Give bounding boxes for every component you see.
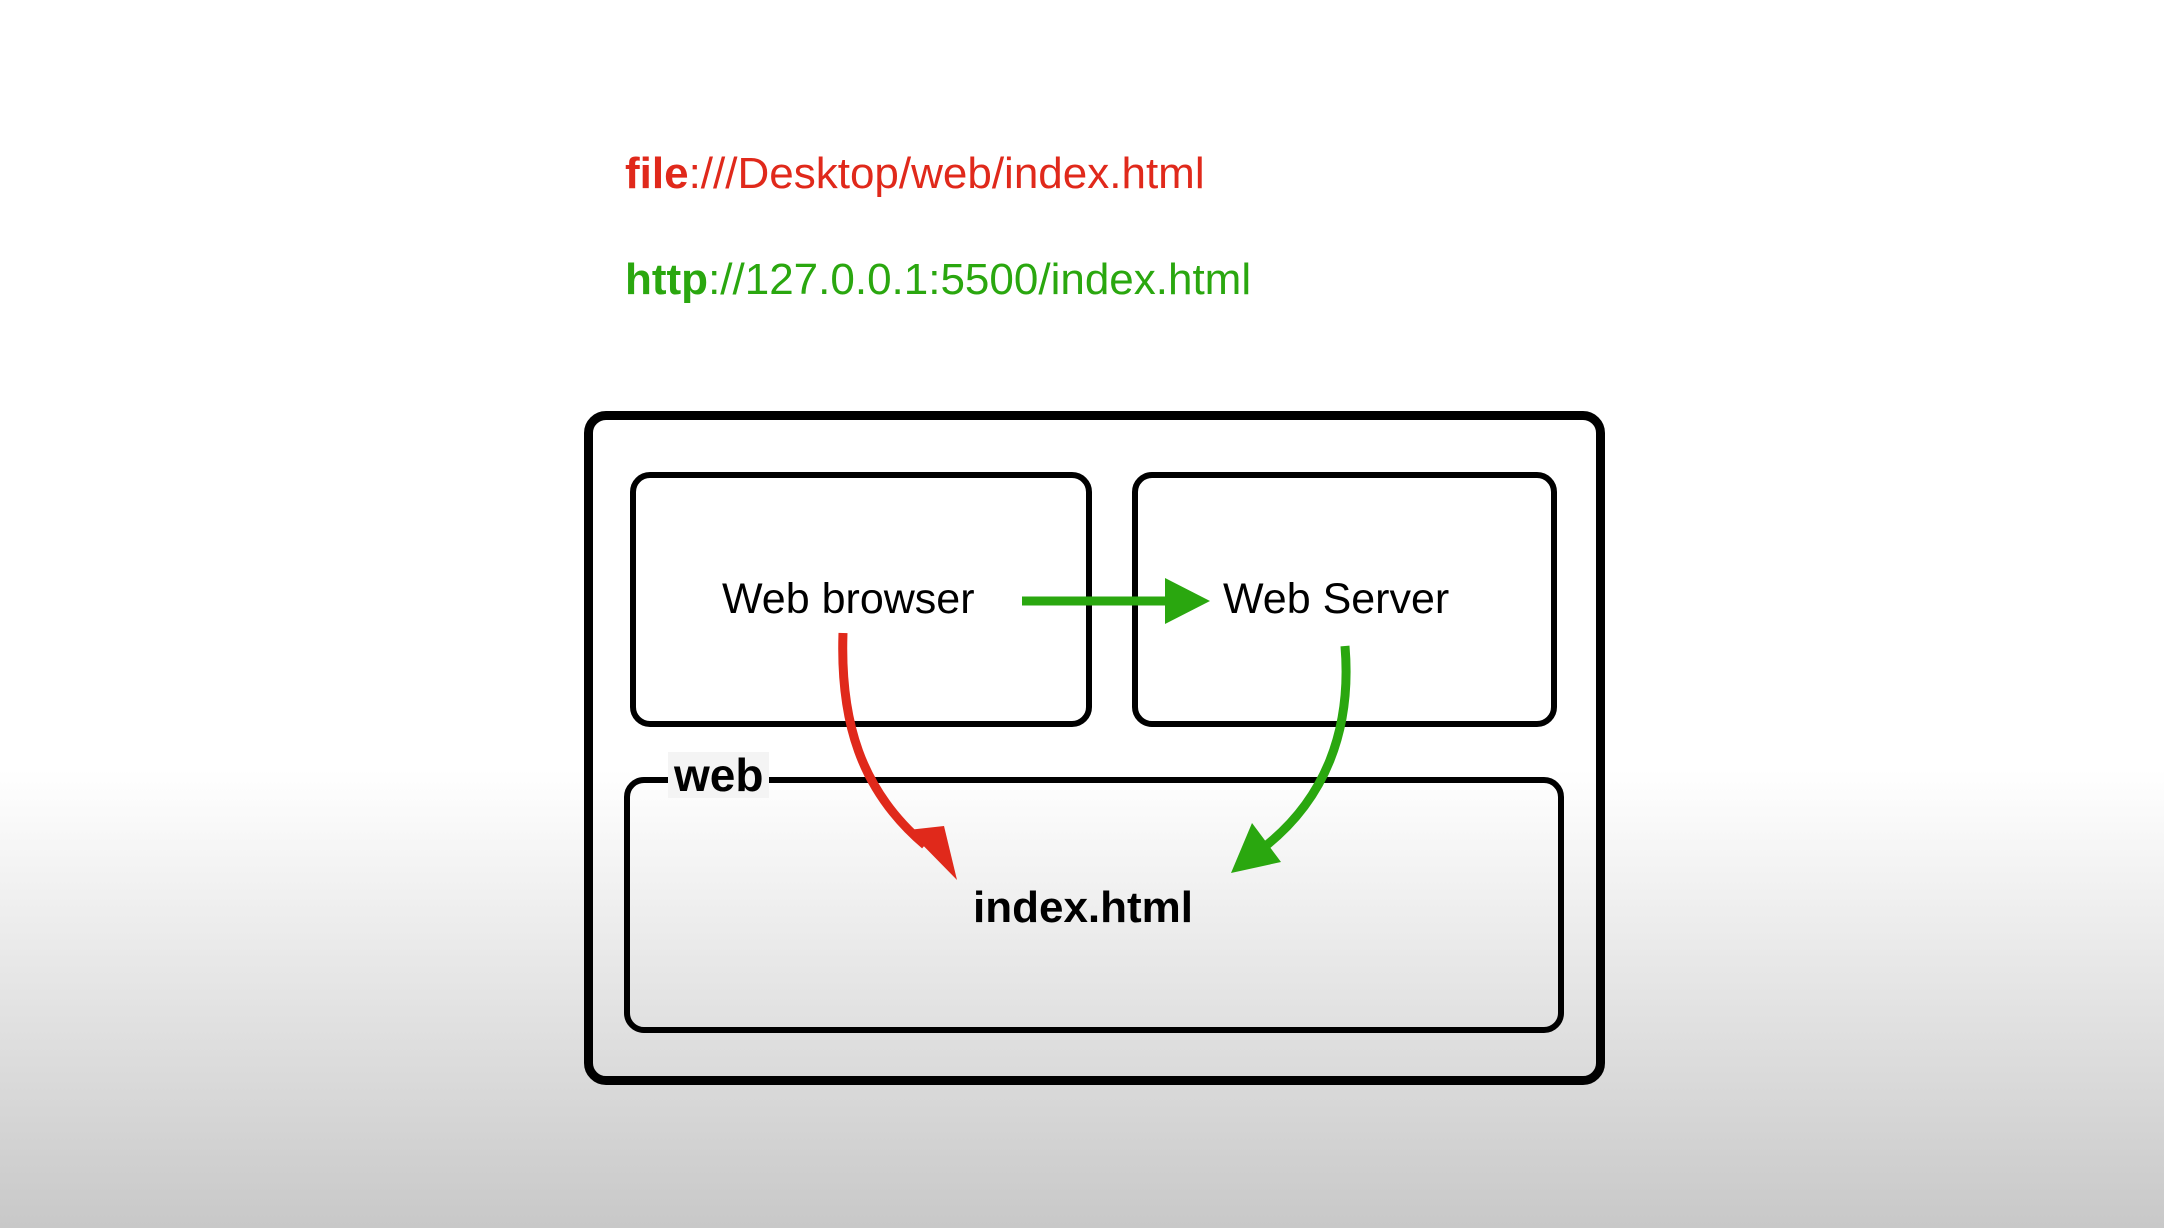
index-file-label: index.html: [973, 883, 1194, 932]
http-url: http://127.0.0.1:5500/index.html: [625, 258, 1251, 302]
web-browser-label: Web browser: [722, 575, 975, 623]
file-url-path: :///Desktop/web/index.html: [688, 149, 1205, 198]
http-url-scheme: http: [625, 255, 709, 304]
web-folder-box: [624, 777, 1564, 1033]
web-folder-label: web: [668, 752, 770, 798]
http-url-path: ://127.0.0.1:5500/index.html: [708, 255, 1252, 304]
file-url-scheme: file: [625, 149, 689, 198]
web-server-label: Web Server: [1223, 575, 1450, 623]
computer-box: [584, 411, 1605, 1085]
file-url: file:///Desktop/web/index.html: [625, 152, 1205, 196]
